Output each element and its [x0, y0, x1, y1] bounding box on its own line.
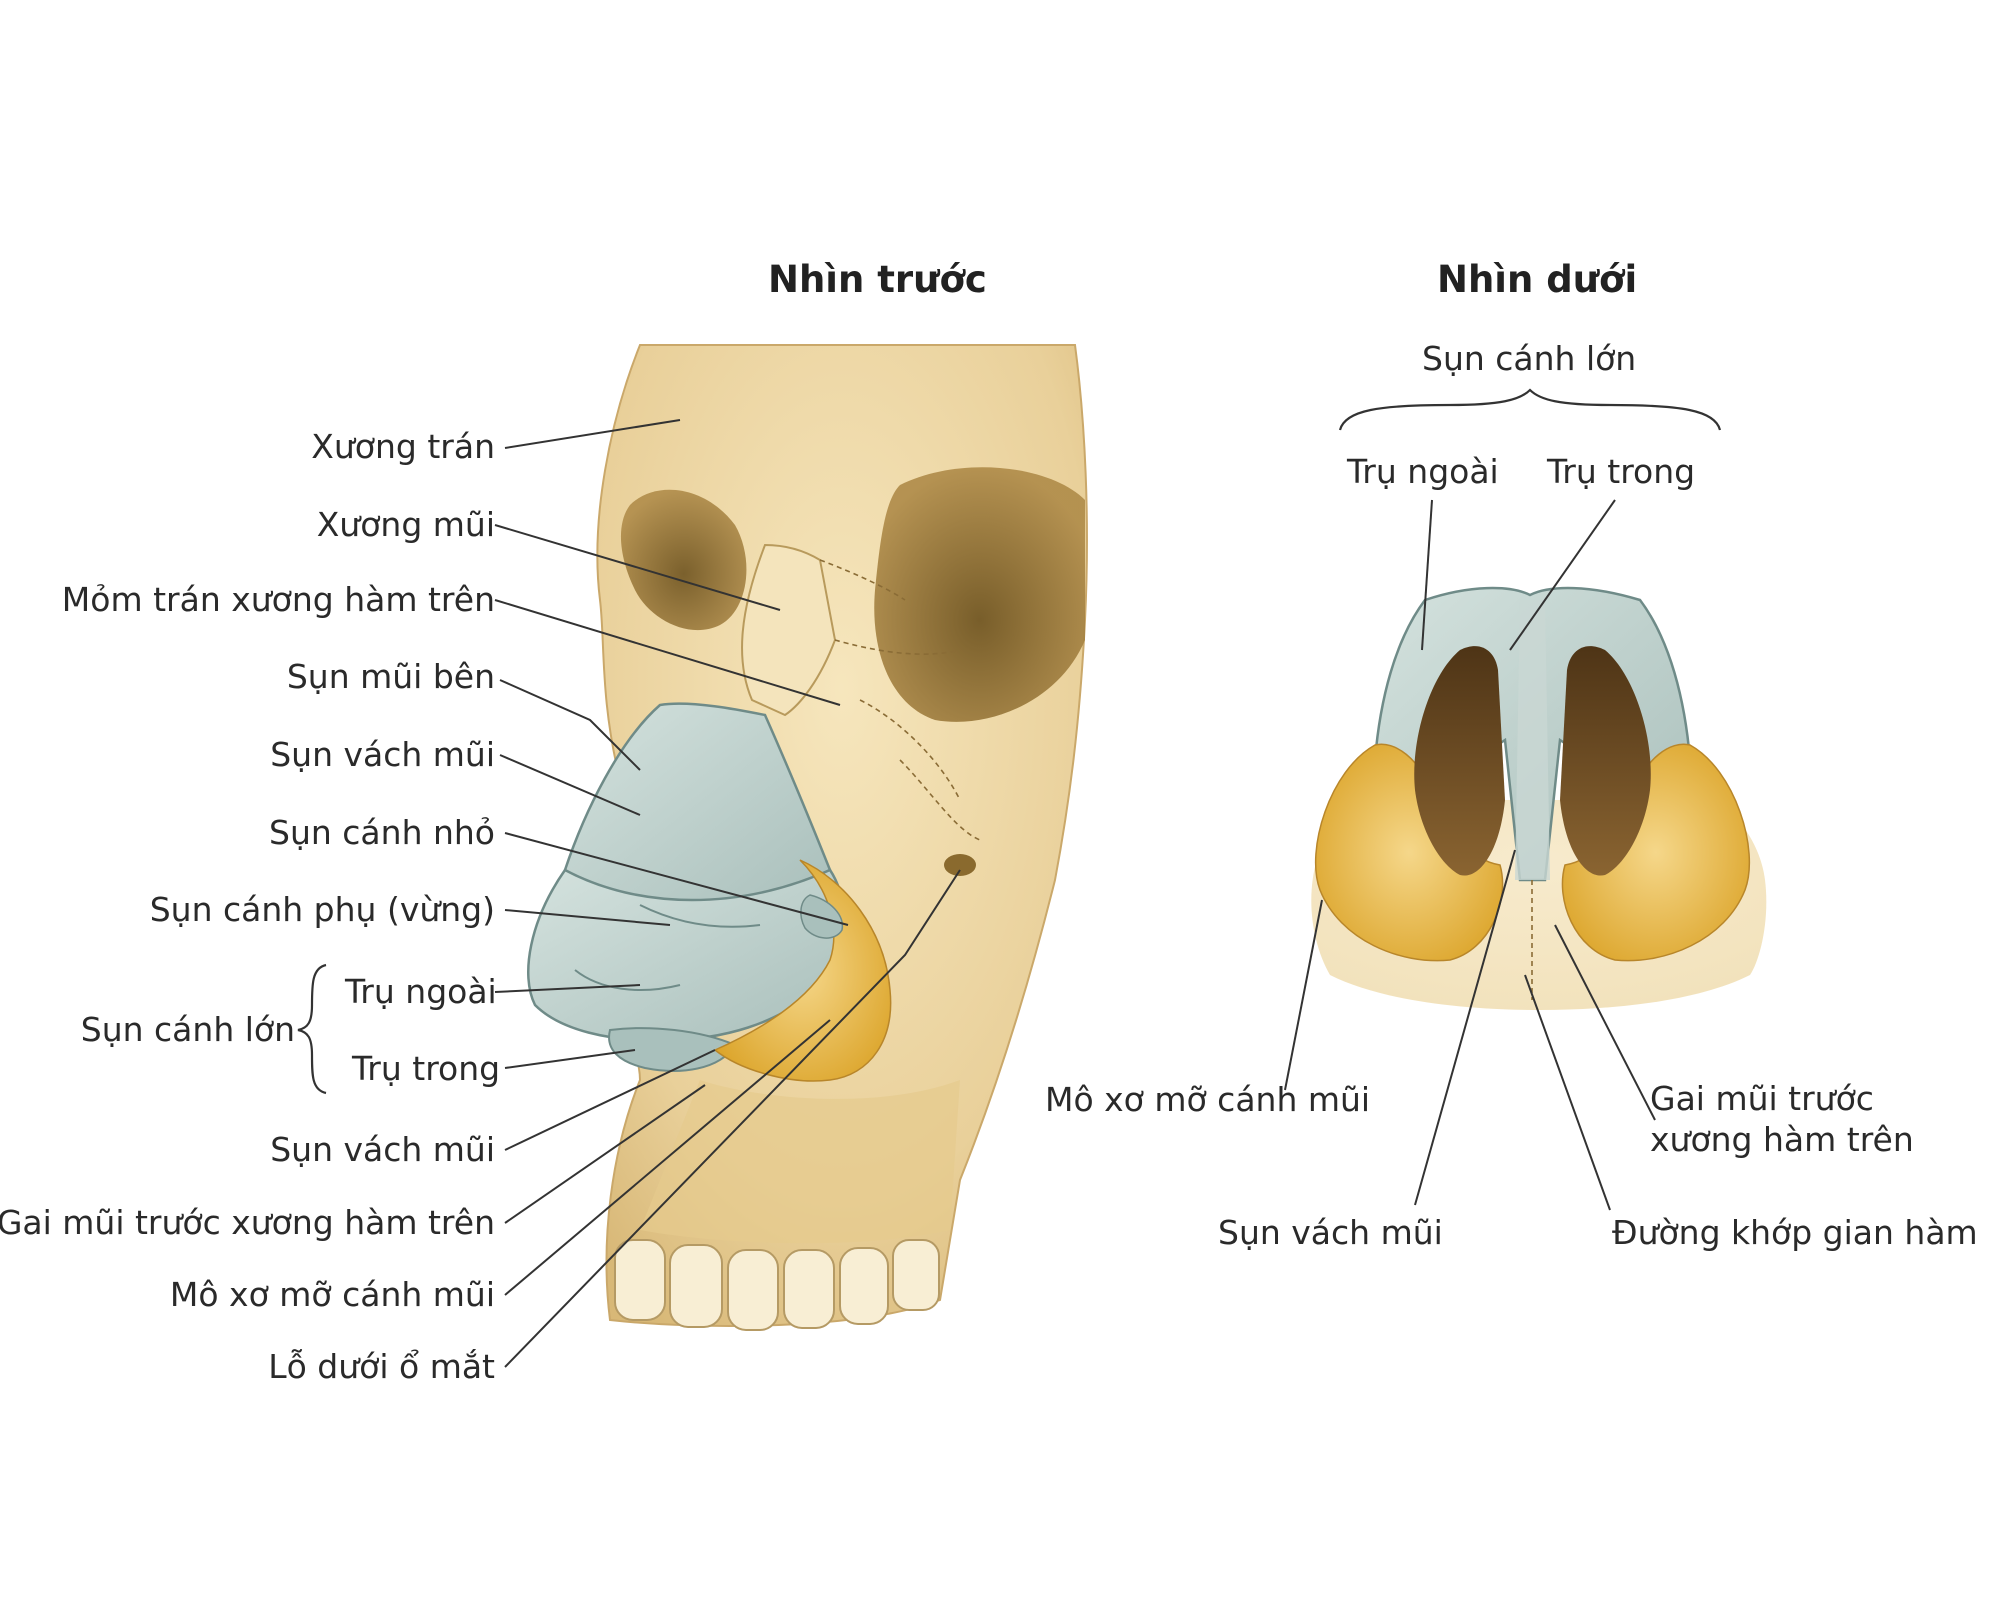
- inferior-view-title: Nhìn dưới: [1437, 258, 1638, 301]
- label-frontal-bone: Xương trán: [311, 427, 495, 466]
- inferior-label-lateral-crus: Trụ ngoài: [1347, 452, 1499, 491]
- label-fibrofatty-tissue: Mô xơ mỡ cánh mũi: [169, 1275, 495, 1314]
- front-view-skull: [595, 344, 1088, 1331]
- label-minor-alar-cartilage: Sụn cánh nhỏ: [269, 813, 495, 852]
- major-alar-cartilage: [527, 868, 846, 1042]
- label-septal-cartilage-upper: Sụn vách mũi: [270, 735, 495, 774]
- label-frontal-process: Mỏm trán xương hàm trên: [61, 580, 495, 619]
- inferior-leader-lines: [1284, 499, 1656, 1211]
- inferior-label-septal-cartilage: Sụn vách mũi: [1218, 1213, 1443, 1252]
- front-brace: [297, 963, 327, 1095]
- front-leader-lines: [494, 419, 961, 1368]
- accessory-cartilage: [800, 894, 844, 939]
- inferior-label-anterior-nasal-spine-1: Gai mũi trước: [1650, 1079, 1874, 1118]
- inferior-label-intermaxillary-suture: Đường khớp gian hàm: [1612, 1213, 1978, 1252]
- left-orbit: [620, 489, 747, 631]
- left-nostril: [1414, 646, 1505, 876]
- label-lateral-cartilage: Sụn mũi bên: [286, 657, 495, 696]
- fibrofatty-tissue: [713, 859, 892, 1082]
- label-infraorbital-foramen: Lỗ dưới ổ mắt: [268, 1347, 495, 1386]
- label-lateral-crus: Trụ ngoài: [345, 972, 497, 1011]
- label-medial-crus: Trụ trong: [352, 1049, 501, 1088]
- medial-crus: [608, 1027, 737, 1072]
- inferior-label-anterior-nasal-spine-2: xương hàm trên: [1650, 1120, 1914, 1159]
- label-septal-cartilage-lower: Sụn vách mũi: [270, 1130, 495, 1169]
- label-anterior-nasal-spine: Gai mũi trước xương hàm trên: [0, 1203, 495, 1242]
- front-nasal-cartilages: [527, 702, 892, 1082]
- inferior-view-nose: [1311, 586, 1767, 1010]
- inferior-label-fibrofatty-tissue: Mô xơ mỡ cánh mũi: [1045, 1080, 1371, 1119]
- teeth: [614, 1239, 940, 1331]
- nasal-bone: [741, 543, 837, 717]
- inferior-brace: [1338, 388, 1722, 431]
- right-nostril: [1560, 646, 1651, 876]
- label-nasal-bone: Xương mũi: [316, 505, 495, 544]
- infraorbital-foramen: [944, 854, 976, 876]
- right-orbit: [874, 467, 1085, 722]
- inferior-label-major-alar-cartilage: Sụn cánh lớn: [1422, 339, 1637, 378]
- label-major-alar-cartilage: Sụn cánh lớn: [80, 1010, 295, 1049]
- front-view-title: Nhìn trước: [768, 258, 987, 301]
- inferior-label-medial-crus: Trụ trong: [1547, 452, 1696, 491]
- label-accessory-cartilage: Sụn cánh phụ (vừng): [149, 890, 495, 929]
